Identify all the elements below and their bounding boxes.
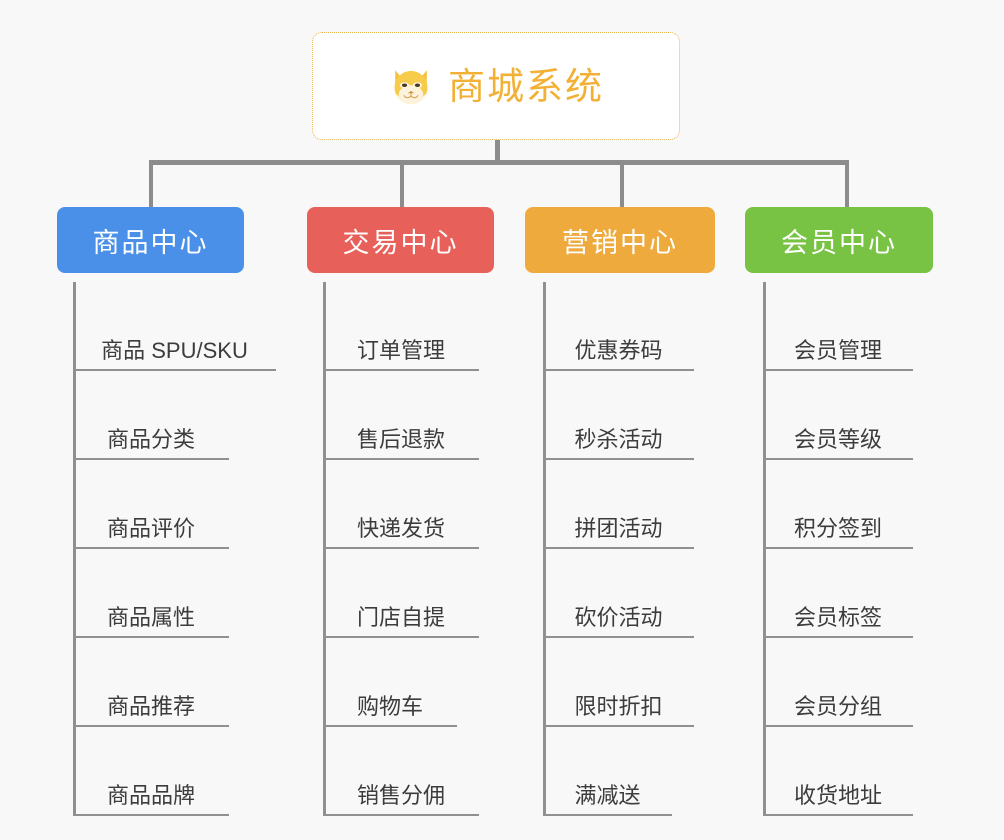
leaf-label: 砍价活动 xyxy=(574,604,663,630)
branch-spine-3 xyxy=(543,282,546,816)
leaf-item[interactable]: 优惠券码 xyxy=(543,282,694,371)
leaf-label: 快递发货 xyxy=(356,515,445,541)
category-label-3: 营销中心 xyxy=(562,227,678,258)
leaf-label: 销售分佣 xyxy=(356,782,445,808)
connector-root-stem xyxy=(495,140,500,162)
leaf-item[interactable]: 门店自提 xyxy=(323,549,479,638)
branch-spine-1 xyxy=(73,282,76,816)
leaf-item[interactable]: 砍价活动 xyxy=(543,549,694,638)
category-box-1[interactable]: 商品中心 xyxy=(57,207,244,273)
branch-spine-2 xyxy=(323,282,326,816)
leaf-item[interactable]: 会员标签 xyxy=(763,549,913,638)
category-label-2: 交易中心 xyxy=(342,227,459,258)
leaf-item[interactable]: 商品 SPU/SKU xyxy=(73,282,276,371)
category-box-4[interactable]: 会员中心 xyxy=(745,207,933,273)
leaf-item[interactable]: 售后退款 xyxy=(323,371,479,460)
leaf-item[interactable]: 购物车 xyxy=(323,638,457,727)
leaf-label: 商品属性 xyxy=(106,604,195,630)
leaf-item[interactable]: 会员分组 xyxy=(763,638,913,727)
leaf-label: 商品 SPU/SKU xyxy=(101,337,248,363)
leaf-label: 商品评价 xyxy=(106,515,195,541)
leaf-item[interactable]: 会员管理 xyxy=(763,282,913,371)
leaf-label: 优惠券码 xyxy=(574,337,663,363)
leaf-label: 拼团活动 xyxy=(574,515,663,541)
leaf-label: 限时折扣 xyxy=(574,693,663,719)
connector-drop-1 xyxy=(149,160,153,210)
leaf-item[interactable]: 订单管理 xyxy=(323,282,479,371)
leaf-item[interactable]: 商品推荐 xyxy=(73,638,229,727)
leaf-label: 会员分组 xyxy=(793,693,882,719)
shiba-dog-face-icon xyxy=(394,70,428,104)
leaf-label: 秒杀活动 xyxy=(574,426,663,452)
root-title: 商城系统 xyxy=(448,65,604,107)
leaf-item[interactable]: 限时折扣 xyxy=(543,638,694,727)
category-box-2[interactable]: 交易中心 xyxy=(307,207,494,273)
leaf-label: 会员标签 xyxy=(793,604,882,630)
leaf-item[interactable]: 商品品牌 xyxy=(73,727,229,816)
leaf-item[interactable]: 商品分类 xyxy=(73,371,229,460)
category-label-1: 商品中心 xyxy=(92,227,209,258)
connector-drop-3 xyxy=(620,160,624,210)
leaf-item[interactable]: 收货地址 xyxy=(763,727,913,816)
leaf-label: 满减送 xyxy=(574,782,641,808)
connector-horizontal-bus xyxy=(149,160,849,165)
leaf-label: 商品分类 xyxy=(106,426,195,452)
leaf-item[interactable]: 商品评价 xyxy=(73,460,229,549)
category-label-4: 会员中心 xyxy=(781,227,897,258)
leaf-item[interactable]: 快递发货 xyxy=(323,460,479,549)
leaf-label: 购物车 xyxy=(356,693,423,719)
leaf-label: 商品推荐 xyxy=(106,693,195,719)
branch-spine-4 xyxy=(763,282,766,816)
connector-drop-4 xyxy=(845,160,849,210)
leaf-label: 门店自提 xyxy=(356,604,445,630)
leaf-item[interactable]: 会员等级 xyxy=(763,371,913,460)
leaf-item[interactable]: 满减送 xyxy=(543,727,672,816)
leaf-label: 会员管理 xyxy=(793,337,882,363)
leaf-item[interactable]: 商品属性 xyxy=(73,549,229,638)
leaf-item[interactable]: 销售分佣 xyxy=(323,727,479,816)
leaf-label: 收货地址 xyxy=(793,782,882,808)
leaf-item[interactable]: 拼团活动 xyxy=(543,460,694,549)
leaf-label: 订单管理 xyxy=(356,337,445,363)
leaf-label: 会员等级 xyxy=(793,426,882,452)
leaf-label: 售后退款 xyxy=(356,426,445,452)
leaf-label: 商品品牌 xyxy=(106,782,195,808)
leaf-label: 积分签到 xyxy=(793,515,882,541)
category-box-3[interactable]: 营销中心 xyxy=(525,207,715,273)
connector-drop-2 xyxy=(400,160,404,210)
root-node[interactable]: 商城系统 xyxy=(312,32,680,140)
leaf-item[interactable]: 秒杀活动 xyxy=(543,371,694,460)
leaf-item[interactable]: 积分签到 xyxy=(763,460,913,549)
